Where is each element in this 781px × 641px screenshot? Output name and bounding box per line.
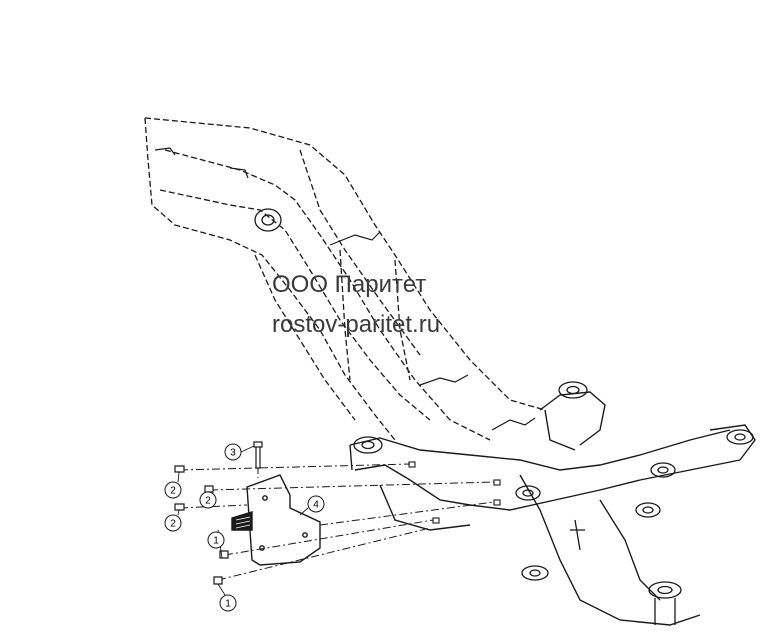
callout-1-lower: 1 — [219, 594, 237, 612]
callout-4: 4 — [307, 495, 325, 513]
nut-part-1b — [213, 576, 223, 585]
watermark-website: rostov-paritet.ru — [272, 311, 441, 338]
svg-text:2: 2 — [205, 496, 211, 507]
svg-text:2: 2 — [170, 519, 176, 530]
frame-brackets — [154, 147, 536, 431]
bolt-part-2a — [174, 465, 185, 473]
bolt-part-2b — [204, 485, 214, 493]
bracket-part-4 — [231, 474, 321, 566]
callout-2-upper: 2 — [164, 481, 182, 499]
bolt-part-3 — [255, 445, 261, 469]
cross-member — [349, 391, 756, 626]
cross-member-bosses — [353, 381, 754, 625]
svg-text:2: 2 — [170, 486, 176, 497]
callout-2-middle: 2 — [199, 491, 217, 509]
callout-1-upper: 1 — [207, 531, 225, 549]
svg-text:3: 3 — [230, 448, 236, 459]
mounting-holes — [408, 461, 501, 524]
callout-2-lower: 2 — [164, 514, 182, 532]
assembly-lines — [179, 450, 495, 581]
svg-text:1: 1 — [225, 599, 231, 610]
bolt-part-2c — [174, 503, 185, 511]
svg-text:4: 4 — [313, 500, 319, 511]
watermark-company: ООО Паритет — [272, 271, 427, 298]
callout-3: 3 — [224, 443, 242, 461]
frame-mount-hole — [254, 208, 282, 232]
frame-outline — [144, 117, 546, 441]
svg-text:1: 1 — [213, 536, 219, 547]
